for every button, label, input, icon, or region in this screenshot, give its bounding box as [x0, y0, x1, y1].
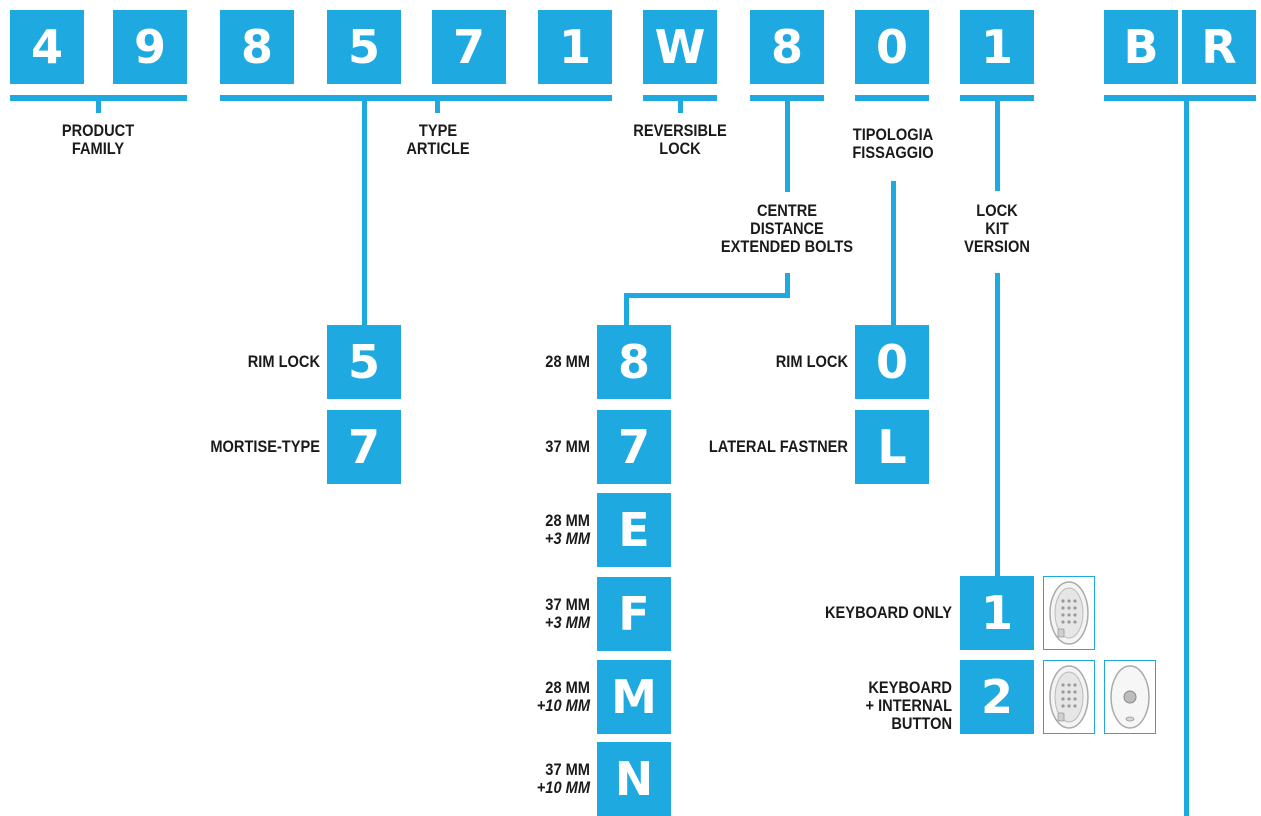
- connector-lock-kit: [995, 99, 1000, 191]
- option-label-kit: KEYBOARD+ INTERNAL BUTTON: [865, 678, 952, 733]
- code-char-box: 5: [327, 10, 401, 84]
- option-box-type: 5: [327, 325, 401, 399]
- internal-button-device-icon: [1104, 660, 1156, 734]
- connector-distance: [624, 293, 629, 325]
- option-box-distance: F: [597, 577, 671, 651]
- tick: [96, 99, 101, 113]
- option-box-kit: 1: [960, 576, 1034, 650]
- option-label-fixing: LATERAL FASTNER: [708, 437, 848, 456]
- option-box-distance: M: [597, 660, 671, 734]
- option-label-type: MORTISE-TYPE: [210, 437, 320, 456]
- option-box-kit: 2: [960, 660, 1034, 734]
- option-label-kit: KEYBOARD ONLY: [825, 603, 952, 622]
- option-box-distance: 7: [597, 410, 671, 484]
- bracket-reversible: [643, 95, 717, 101]
- connector-distance: [785, 273, 790, 297]
- code-char-box: 8: [750, 10, 824, 84]
- code-char-box: W: [643, 10, 717, 84]
- option-box-distance: E: [597, 493, 671, 567]
- option-label-fixing: RIM LOCK: [775, 352, 848, 371]
- option-label-type: RIM LOCK: [247, 352, 320, 371]
- code-char-box: 8: [220, 10, 294, 84]
- option-box-fixing: L: [855, 410, 929, 484]
- code-char-box: R: [1182, 10, 1256, 84]
- code-char-box: 7: [432, 10, 506, 84]
- option-box-fixing: 0: [855, 325, 929, 399]
- connector-br: [1184, 99, 1189, 816]
- connector-type: [362, 99, 367, 325]
- bracket-br: [1104, 95, 1256, 101]
- option-label-distance: 37 MM: [545, 437, 590, 456]
- option-box-type: 7: [327, 410, 401, 484]
- bracket-centre-distance: [750, 95, 824, 101]
- tick: [678, 99, 683, 113]
- bracket-lock-kit: [960, 95, 1034, 101]
- option-box-distance: 8: [597, 325, 671, 399]
- option-label-distance: 37 MM+10 MM: [536, 760, 590, 797]
- connector-lock-kit: [995, 273, 1000, 576]
- bracket-type-article: [220, 95, 612, 101]
- code-char-box: 1: [960, 10, 1034, 84]
- option-box-distance: N: [597, 742, 671, 816]
- option-label-distance: 37 MM+3 MM: [544, 595, 590, 632]
- option-label-distance: 28 MM+10 MM: [536, 678, 590, 715]
- code-char-box: 4: [10, 10, 84, 84]
- option-label-distance: 28 MM+3 MM: [544, 511, 590, 548]
- option-label-distance: 28 MM: [545, 352, 590, 371]
- code-char-box: 0: [855, 10, 929, 84]
- keypad-device-icon: [1043, 660, 1095, 734]
- connector-distance: [785, 99, 790, 192]
- connector-tipologia: [891, 181, 896, 325]
- code-char-box: 1: [538, 10, 612, 84]
- code-char-box: 9: [113, 10, 187, 84]
- code-char-box: B: [1104, 10, 1178, 84]
- connector-distance: [624, 293, 790, 298]
- keypad-device-icon: [1043, 576, 1095, 650]
- bracket-product-family: [10, 95, 187, 101]
- bracket-tipologia: [855, 95, 929, 101]
- tick: [435, 99, 440, 113]
